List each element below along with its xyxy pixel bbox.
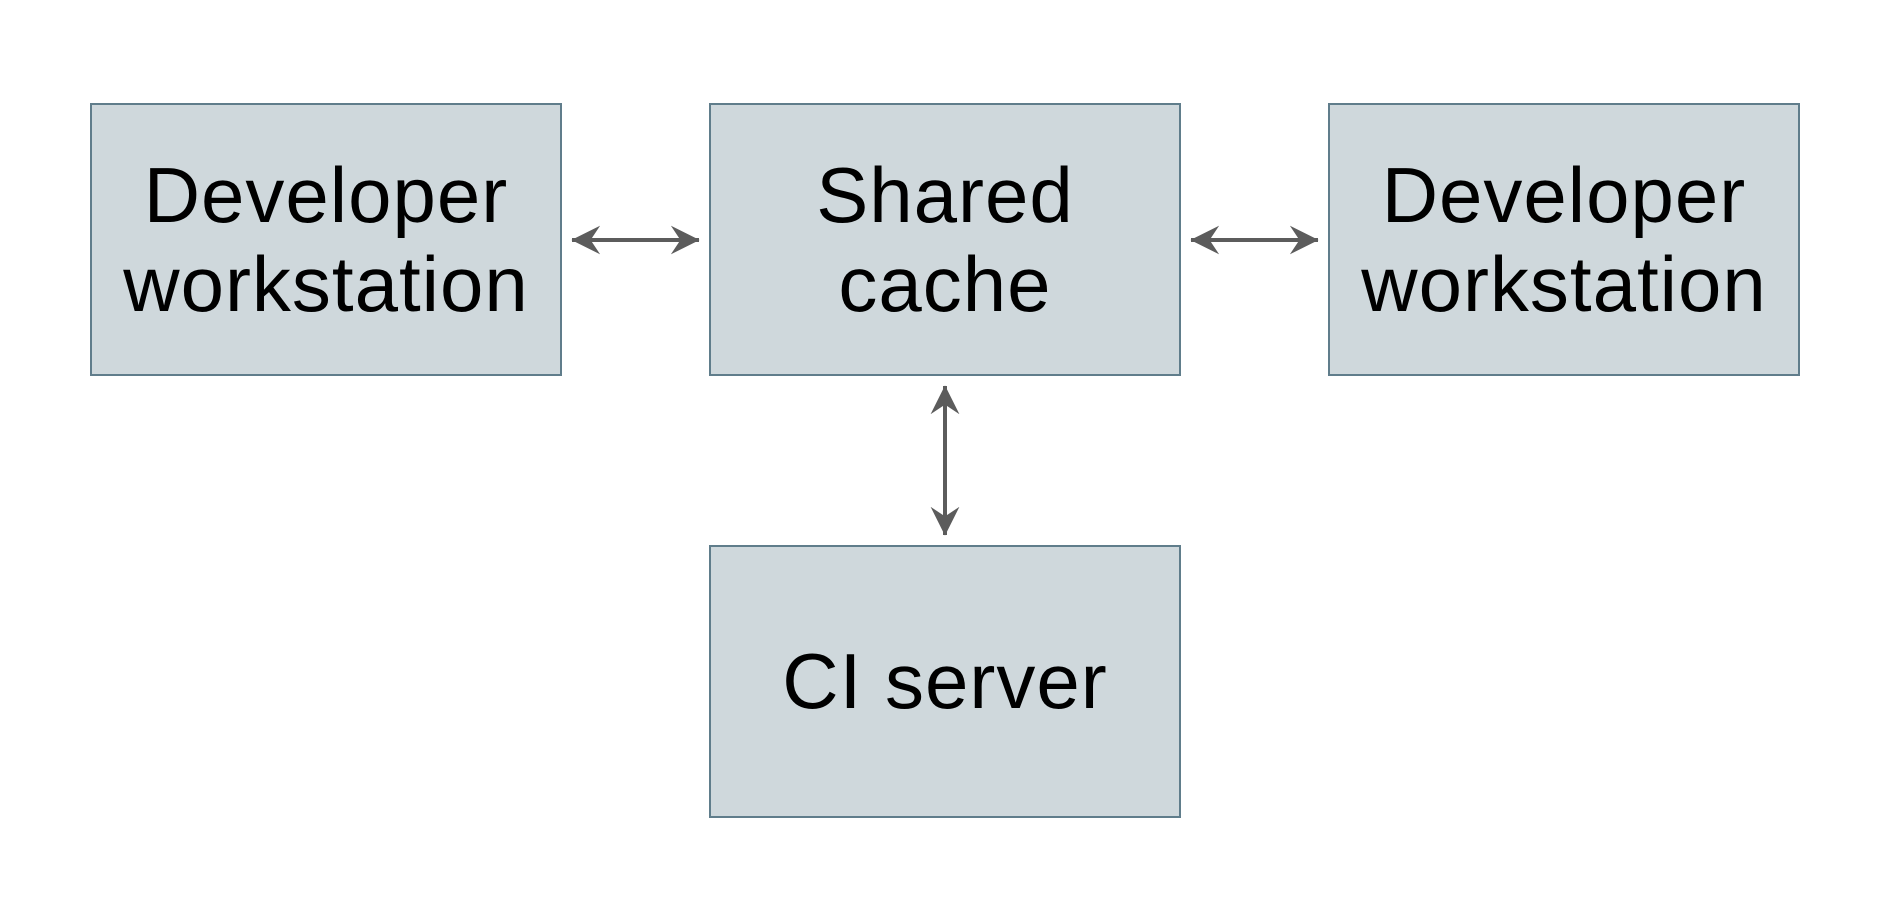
node-developer-workstation-right-label: Developer workstation	[1361, 151, 1767, 328]
node-developer-workstation-left-label: Developer workstation	[123, 151, 529, 328]
node-ci-server-label: CI server	[782, 637, 1108, 726]
node-shared-cache: Shared cache	[709, 103, 1181, 376]
node-shared-cache-label: Shared cache	[816, 151, 1074, 328]
node-ci-server: CI server	[709, 545, 1181, 818]
node-developer-workstation-left: Developer workstation	[90, 103, 562, 376]
node-developer-workstation-right: Developer workstation	[1328, 103, 1800, 376]
